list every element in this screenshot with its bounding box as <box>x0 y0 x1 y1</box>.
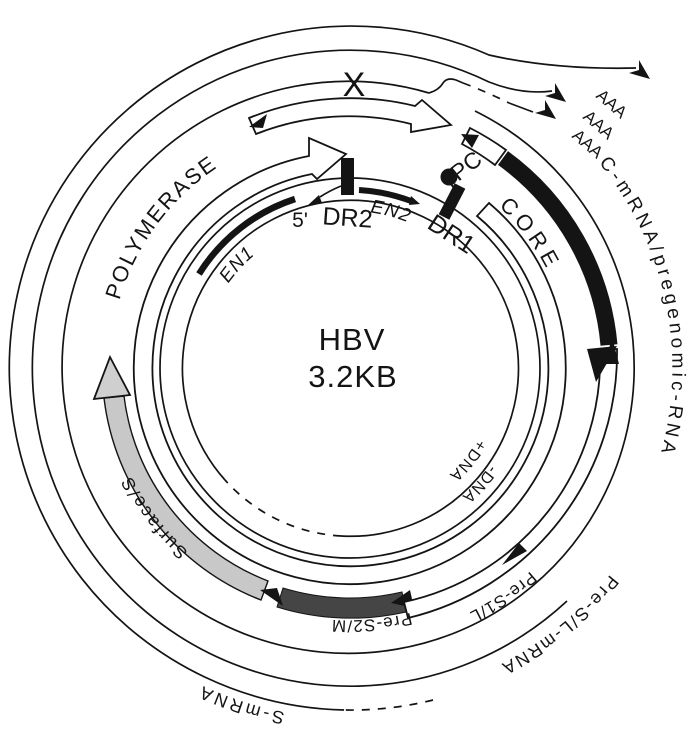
s-start-triangle-icon <box>260 588 283 606</box>
surface-arrowhead-icon <box>92 354 132 401</box>
x-orf-arrow <box>247 97 454 136</box>
terminal-protein-stem <box>450 183 458 193</box>
pres2-band <box>276 587 407 619</box>
en1-arc <box>196 195 297 276</box>
dr2-label: DR2 <box>322 202 374 233</box>
c-mrna-terminal-jog <box>428 78 464 94</box>
terminal-protein-dot-icon <box>440 168 458 186</box>
s-mrna-arrowhead-icon <box>629 60 650 79</box>
pres1-inner-triangle-icon <box>502 543 527 565</box>
s-mrna-label: S-mRNA <box>194 681 286 728</box>
five-prime-arrowhead-icon <box>307 195 322 206</box>
core-orf-arc <box>497 151 618 346</box>
en2-arrowhead-icon <box>409 196 420 205</box>
title-size: 3.2KB <box>308 359 397 394</box>
c-mrna-redundancy-dashed <box>462 82 510 104</box>
presl-mrna-arc <box>31 49 568 688</box>
title-name: HBV <box>319 322 386 357</box>
c-mrna-end-segment <box>508 102 534 113</box>
presl-mrna-arrowhead-icon <box>545 83 566 102</box>
core-arrowhead-icon <box>587 346 617 382</box>
x-gene-label: X <box>343 66 366 104</box>
pres1-band <box>402 347 618 620</box>
dr2-bar <box>341 158 354 195</box>
c-mrna-arrowhead-icon <box>535 100 556 119</box>
plus-dna-gap-dashed <box>224 479 342 537</box>
s-mrna-start-dashed <box>343 699 434 711</box>
five-prime-label: 5' <box>292 209 308 232</box>
c-mrna-arc <box>61 80 635 655</box>
plus-dna-arc <box>181 199 520 538</box>
polymerase-orf-arrow <box>132 136 567 585</box>
x-start-triangle-icon <box>249 114 267 128</box>
en2-arc <box>358 187 413 204</box>
precore-start-triangle-icon <box>461 134 479 148</box>
s-mrna-arc <box>8 25 637 711</box>
plus-strand-five-prime-hook <box>319 185 342 198</box>
